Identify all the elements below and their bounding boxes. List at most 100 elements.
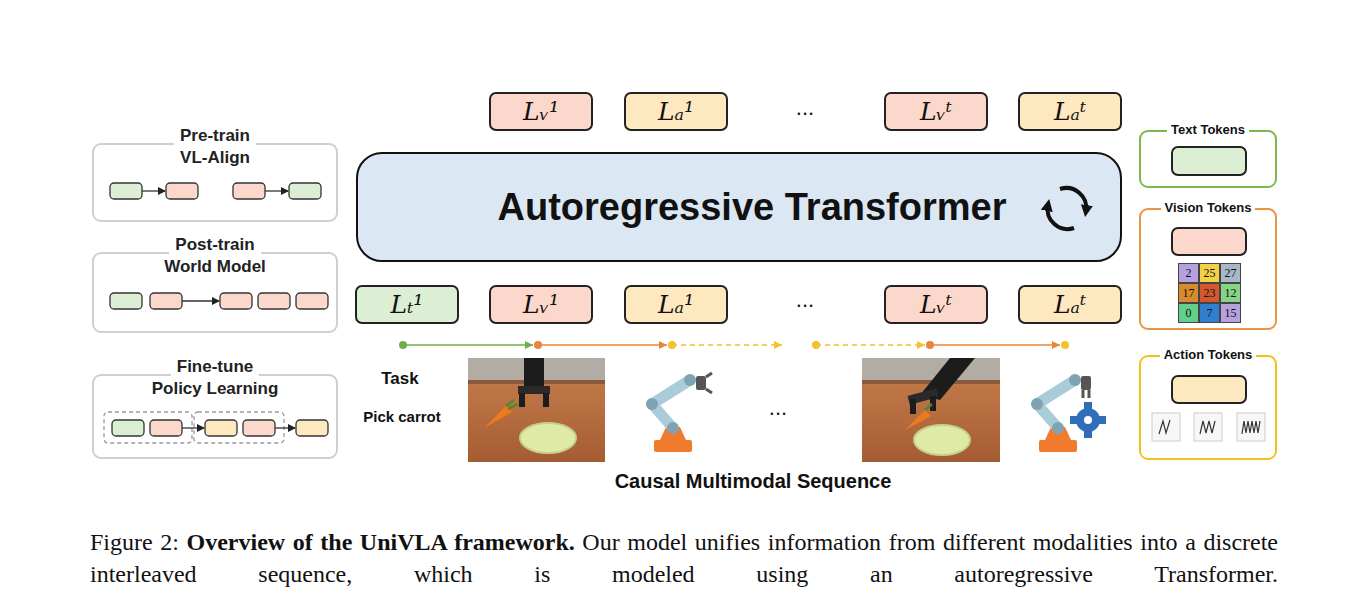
scene-photo-part <box>468 358 605 462</box>
finetune-mini-sequence-part <box>194 412 284 443</box>
sequence-timeline-part <box>812 341 820 349</box>
token-label: Lₐ¹ <box>658 99 694 124</box>
scene-photo-part <box>506 400 518 409</box>
panel-heading-wrap: Fine-tune Policy Learning <box>94 356 336 400</box>
ellipsis: ... <box>769 395 787 421</box>
token-sample-part <box>1172 228 1246 255</box>
panel-heading-wrap: Text Tokens <box>1141 122 1275 138</box>
token-id-cell: 17 <box>1178 283 1199 303</box>
token-id-cell: 7 <box>1199 303 1220 323</box>
training-stage-panel: Fine-tune Policy Learning <box>92 374 338 459</box>
token-label: Lₐᵗ <box>1054 99 1086 124</box>
token-box: Lᵥ¹ <box>489 285 593 324</box>
finetune-mini-sequence-part <box>112 420 144 436</box>
waveform-icon-part <box>1159 420 1170 434</box>
token-label: Lᵥᵗ <box>920 99 952 124</box>
token-sample <box>1172 147 1246 403</box>
pretrain-mini-sequence-part <box>110 183 142 199</box>
training-stage-panel: Pre-train VL-Align <box>92 143 338 222</box>
robot-arm-icon-part <box>652 380 690 404</box>
panel-heading: Post-train World Model <box>158 235 272 276</box>
scene-photo-part <box>920 358 975 400</box>
robot-arm-icon-part <box>646 398 658 410</box>
panel-heading: Pre-train VL-Align <box>174 126 256 167</box>
token-id: 27 <box>1225 267 1237 279</box>
robot-arm-icon-part <box>1037 404 1058 428</box>
waveform-icon-part <box>1152 413 1180 441</box>
finetune-mini-sequence-part <box>243 420 275 436</box>
posttrain-mini-sequence-part <box>220 293 252 309</box>
sequence-timeline-part <box>668 341 676 349</box>
scene-photo <box>862 358 1000 462</box>
token-box: Lᵥᵗ <box>884 285 988 324</box>
sequence-timeline-part <box>399 341 407 349</box>
robot-arm-icon-part <box>706 373 712 393</box>
finetune-mini-sequence-part <box>104 412 192 443</box>
token-label: Lₐᵗ <box>1054 292 1086 317</box>
robot-arm-icon-part-part <box>1070 416 1077 424</box>
token-id: 12 <box>1225 287 1237 299</box>
sequence-timeline-part <box>1061 341 1069 349</box>
scene-photo <box>468 358 605 462</box>
waveform-icon-part <box>1237 413 1265 441</box>
ellipsis: ... <box>796 287 814 313</box>
token-type-panel: Action Tokens <box>1139 355 1277 460</box>
robot-arm-icon-part <box>1084 416 1092 424</box>
panel-heading-wrap: Pre-train VL-Align <box>94 125 336 169</box>
token-label: Lᵥ¹ <box>523 292 559 317</box>
finetune-mini-sequence-part <box>150 420 182 436</box>
token-id: 2 <box>1186 267 1192 279</box>
robot-arm-icon-part <box>1039 440 1077 452</box>
scene-photo-part <box>520 423 576 453</box>
robot-arm-icon-part <box>1069 374 1081 386</box>
robot-arm-icon-part-part <box>1084 431 1092 438</box>
token-box: Lₐ¹ <box>624 285 728 324</box>
scene-photo-part <box>524 358 544 388</box>
panel-heading-wrap: Vision Tokens <box>1141 200 1275 216</box>
robot-arm-icon-part <box>1081 376 1091 390</box>
scene-photo-part <box>484 406 512 428</box>
posttrain-mini-sequence-part <box>258 293 290 309</box>
waveform-icon <box>1152 413 1265 441</box>
posttrain-mini-sequence-part <box>182 300 219 301</box>
scene-photo-part <box>468 358 605 380</box>
token-id: 15 <box>1225 307 1237 319</box>
finetune-mini-sequence-part <box>275 427 295 428</box>
pretrain-mini-sequence-part <box>166 183 198 199</box>
waveform-icon-part <box>1242 421 1260 434</box>
robot-arm-icon-part <box>1052 422 1064 434</box>
token-label: Lₐ¹ <box>658 292 694 317</box>
token-type-panel: Vision Tokens225271723120715 <box>1139 208 1277 330</box>
task-instruction: Pick carrot <box>363 408 441 425</box>
robot-arm-icon-part <box>696 376 706 390</box>
transformer-block: Autoregressive Transformer <box>356 152 1122 262</box>
scene-photo-part <box>543 393 549 407</box>
sequence-timeline-part <box>403 344 533 346</box>
scene-photo-part <box>862 380 1000 384</box>
token-id-cell: 25 <box>1199 263 1220 283</box>
posttrain-mini-sequence-part <box>150 293 182 309</box>
panel-heading: Fine-tune Policy Learning <box>146 357 285 398</box>
token-label: Lᵥ¹ <box>523 99 559 124</box>
scene-photo-part <box>468 380 605 384</box>
ellipsis: ... <box>796 95 814 121</box>
robot-arm-icon-part <box>684 374 696 386</box>
sequence-timeline-part <box>926 341 934 349</box>
token-box: Lₐ¹ <box>624 92 728 131</box>
scene-photo-part <box>910 399 916 414</box>
scene-photo-part <box>862 358 1000 380</box>
robot-arm-icon-part <box>654 440 692 452</box>
pretrain-mini-sequence <box>110 183 321 199</box>
finetune-mini-sequence-part <box>205 420 237 436</box>
robot-arm-icon-part-part <box>1084 402 1092 409</box>
task-label: Task <box>381 369 419 389</box>
posttrain-mini-sequence <box>110 293 328 309</box>
transformer-label: Autoregressive Transformer <box>472 188 1007 226</box>
token-id-cell: 12 <box>1220 283 1241 303</box>
scene-photo-part <box>518 386 550 394</box>
scene-photo-part <box>930 396 936 411</box>
posttrain-mini-sequence-part <box>296 293 328 309</box>
token-sample-part <box>1172 147 1246 175</box>
token-label: Lᵥᵗ <box>920 292 952 317</box>
